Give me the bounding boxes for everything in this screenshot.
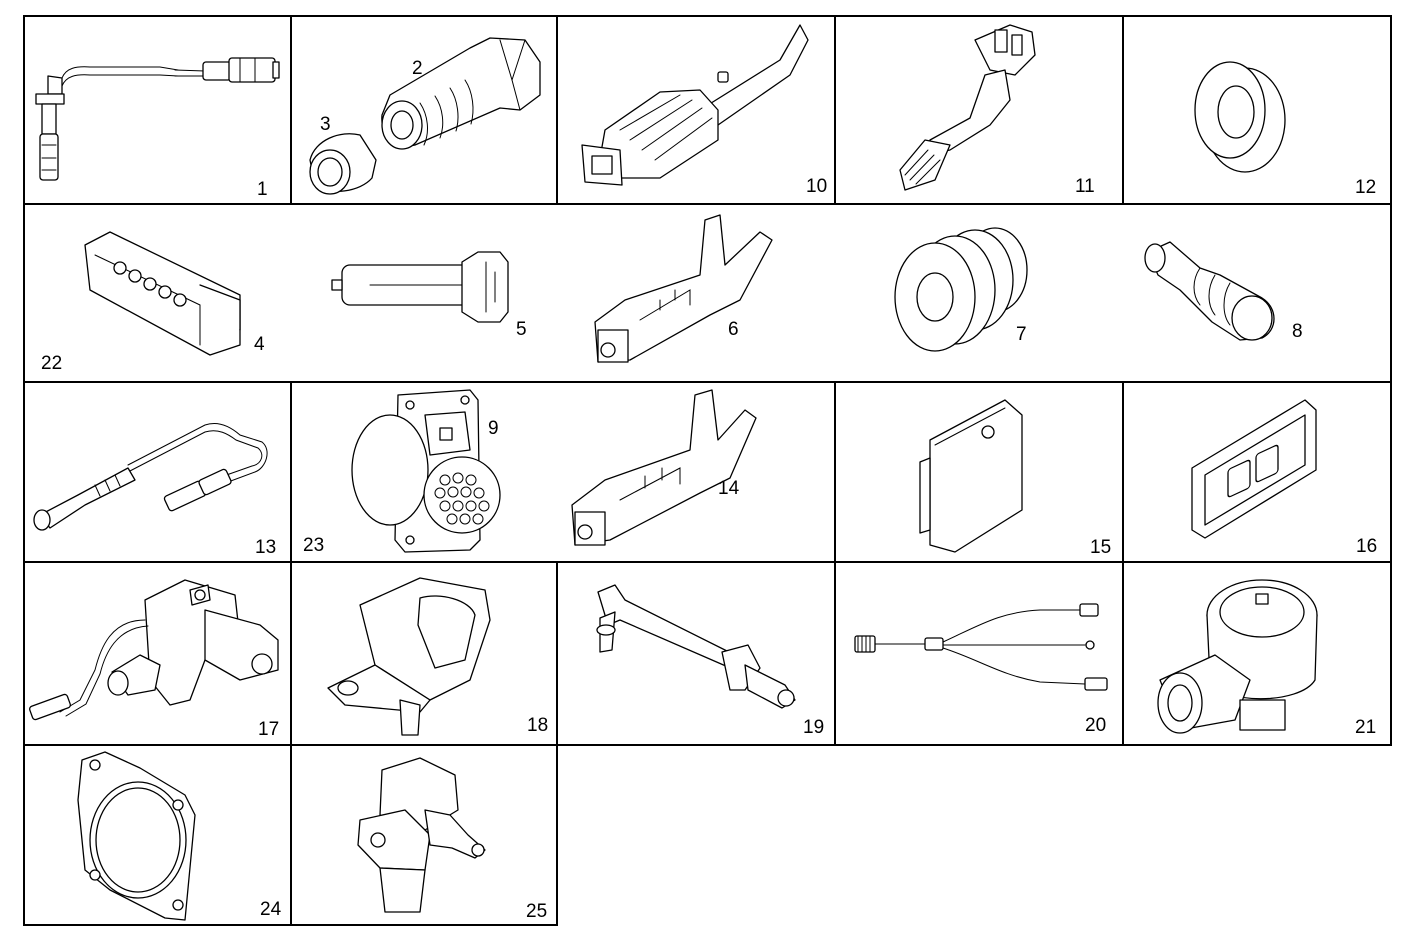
callout-15: 15 bbox=[1090, 537, 1111, 558]
part-25-sensor-drawing bbox=[357, 757, 486, 913]
callout-3: 3 bbox=[320, 114, 331, 135]
callout-18: 18 bbox=[527, 715, 548, 736]
callout-4: 4 bbox=[254, 334, 265, 355]
part-24-gasket-drawing bbox=[77, 751, 196, 921]
callout-20: 20 bbox=[1085, 715, 1106, 736]
callout-9: 9 bbox=[488, 418, 499, 439]
part-14-crimp-terminal-drawing bbox=[571, 389, 757, 546]
part-16-control-unit-cover-drawing bbox=[1191, 399, 1317, 539]
cell-part-13[interactable] bbox=[23, 381, 292, 563]
part-5-terminal-connector-drawing bbox=[331, 251, 509, 323]
callout-12: 12 bbox=[1355, 177, 1376, 198]
part-9-23-round-connector-drawing bbox=[351, 389, 501, 553]
part-15-ecu-module-drawing bbox=[919, 399, 1023, 553]
part-12-seal-ring-drawing bbox=[1194, 61, 1286, 173]
callout-2: 2 bbox=[412, 58, 423, 79]
part-7-grommet-drawing bbox=[894, 227, 1028, 352]
callout-23: 23 bbox=[303, 535, 324, 556]
callout-6: 6 bbox=[728, 319, 739, 340]
part-21-valve-drawing bbox=[1157, 579, 1318, 734]
callout-11: 11 bbox=[1075, 176, 1095, 197]
callout-13: 13 bbox=[255, 537, 276, 558]
callout-1: 1 bbox=[257, 179, 268, 200]
callout-21: 21 bbox=[1355, 717, 1376, 738]
callout-labels: 1 2 3 10 11 12 22 4 5 6 7 8 13 23 9 14 1… bbox=[41, 58, 1377, 922]
part-1-temperature-sensor-drawing bbox=[35, 57, 280, 181]
callout-7: 7 bbox=[1016, 324, 1027, 345]
callout-19: 19 bbox=[803, 717, 824, 738]
callout-22: 22 bbox=[41, 353, 62, 374]
callout-8: 8 bbox=[1292, 321, 1303, 342]
parts-2-3-bolt-and-sleeve-drawing bbox=[309, 37, 541, 195]
part-13-lambda-sensor-drawing bbox=[33, 422, 268, 531]
part-17-valve-body-drawing bbox=[29, 579, 279, 721]
callout-25: 25 bbox=[526, 901, 547, 922]
callout-16: 16 bbox=[1356, 536, 1377, 557]
part-4-connector-housing-drawing bbox=[84, 231, 241, 356]
callout-10: 10 bbox=[806, 176, 827, 197]
callout-5: 5 bbox=[516, 319, 527, 340]
part-18-pressure-sensor-drawing bbox=[327, 577, 491, 736]
part-19-fuel-pipe-drawing bbox=[596, 584, 796, 709]
callout-17: 17 bbox=[258, 719, 279, 740]
callout-24: 24 bbox=[260, 899, 282, 920]
part-20-wiring-harness-drawing bbox=[854, 603, 1108, 691]
part-10-catalytic-converter-drawing bbox=[581, 24, 809, 186]
part-8-plug-pin-drawing bbox=[1144, 241, 1275, 341]
cell-part-20[interactable] bbox=[834, 561, 1124, 746]
cell-part-1[interactable] bbox=[23, 15, 292, 205]
callout-14: 14 bbox=[718, 478, 740, 499]
part-11-accelerator-pedal-drawing bbox=[899, 24, 1036, 191]
part-6-crimp-terminal-drawing bbox=[594, 214, 773, 363]
